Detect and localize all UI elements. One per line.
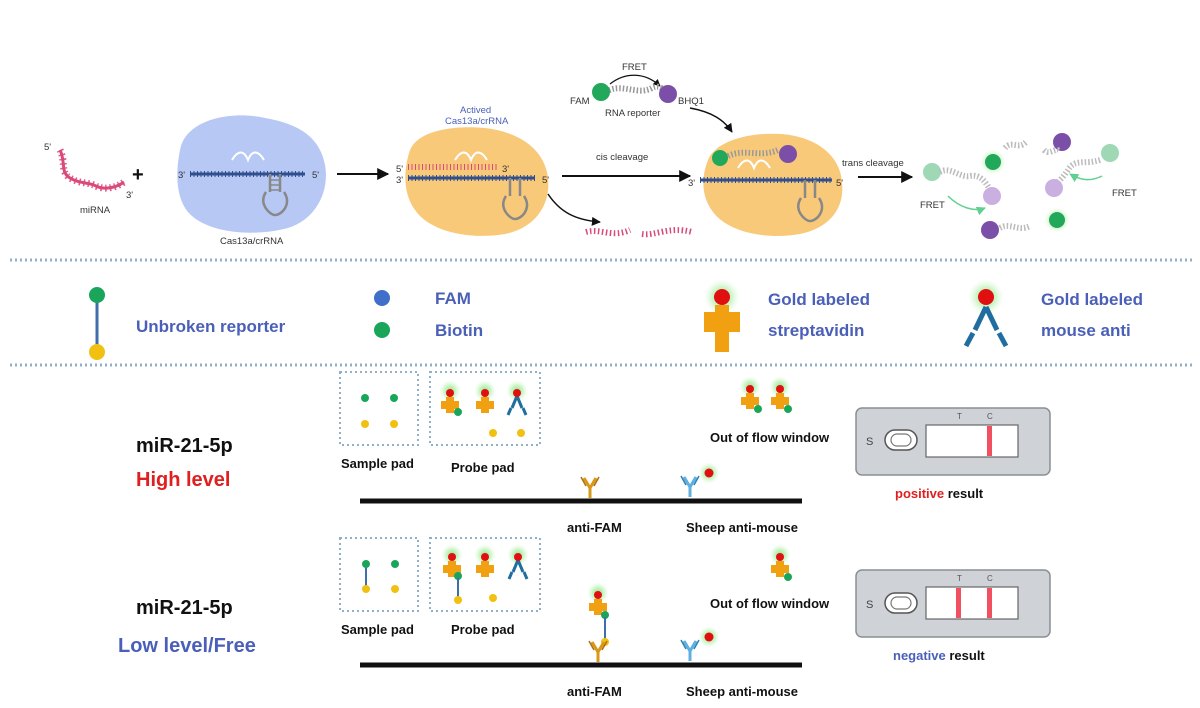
low-probe-pad: [429, 537, 541, 612]
activated-3-prime-bottom: 3': [396, 175, 403, 186]
low-cassette-c: C: [987, 574, 993, 583]
fret-arrow: [609, 74, 661, 87]
mirna-fragment-2: [641, 227, 693, 238]
high-test-cassette: S T C: [855, 407, 1051, 476]
cleaving-cas13a: 3' 5': [688, 133, 843, 236]
cas13a-label: Cas13a/crRNA: [220, 236, 284, 247]
legend-fam: FAM: [374, 289, 471, 308]
low-cassette-s: S: [866, 599, 873, 611]
mirna-3-prime: 3': [126, 190, 133, 201]
legend-gold-streptavidin-line1: Gold labeled: [768, 290, 870, 309]
high-out-of-flow-label: Out of flow window: [710, 430, 830, 445]
activated-5-prime: 5': [396, 164, 403, 175]
low-test-line: [956, 588, 961, 618]
high-title-line1: miR-21-5p: [136, 435, 233, 457]
mirna-label: miRNA: [80, 205, 111, 216]
high-cassette-s: S: [866, 436, 873, 448]
mirna-5-prime: 5': [44, 142, 51, 153]
cleaving-5-prime: 5': [836, 178, 843, 189]
low-cassette-t: T: [957, 574, 962, 583]
high-anti-fam-label: anti-FAM: [567, 520, 622, 535]
high-probe-pad: [429, 371, 541, 446]
mirna-fragment-1: [585, 227, 632, 237]
reporter-fam-dot: [592, 83, 610, 101]
legend-biotin: Biotin: [374, 321, 483, 340]
reporter-bhq1-dot: [659, 85, 677, 103]
low-title-line2: Low level/Free: [118, 635, 256, 657]
high-cassette-c: C: [987, 412, 993, 421]
legend-unbroken-reporter-label: Unbroken reporter: [136, 317, 286, 336]
low-title-line1: miR-21-5p: [136, 597, 233, 619]
high-title-line2: High level: [136, 469, 230, 491]
low-control-line: [987, 588, 992, 618]
high-sheep-anti-mouse-label: Sheep anti-mouse: [686, 520, 798, 535]
fret-left-label: FRET: [920, 200, 945, 211]
low-out-of-flow-label: Out of flow window: [710, 596, 830, 611]
legend-gold-streptavidin-line2: streptavidin: [768, 321, 864, 340]
low-result-word: negative: [893, 648, 946, 663]
legend-unbroken-reporter: Unbroken reporter: [89, 287, 286, 360]
legend: Unbroken reporter FAM Biotin Gold labele…: [89, 279, 1143, 360]
activated-cas13a: Actived Cas13a/crRNA 5' 3' 3' 5': [396, 105, 549, 236]
legend-gold-antibody-line2: mouse anti: [1041, 321, 1131, 340]
high-cassette-t: T: [957, 412, 962, 421]
low-sample-pad: [339, 537, 419, 612]
cis-cleavage-label: cis cleavage: [596, 152, 648, 163]
low-test-cassette: S T C: [855, 569, 1051, 638]
legend-gold-antibody-line1: Gold labeled: [1041, 290, 1143, 309]
mirna-strand: 5' 3' miRNA: [44, 142, 133, 216]
low-result-text: negative result: [893, 648, 985, 663]
activated-5-prime-right: 5': [542, 175, 549, 186]
high-result-word: positive: [895, 486, 944, 501]
cleavage-fragment-arrow: [547, 193, 601, 226]
activated-label-line2: Cas13a/crRNA: [445, 116, 509, 127]
high-sample-pad: [339, 371, 419, 446]
plus-sign: +: [132, 164, 144, 186]
top-panel: 5' 3' miRNA + 3' 5' Cas13a/crRNA Actived…: [44, 62, 1137, 247]
high-result-suffix: result: [944, 486, 984, 501]
cleaving-3-prime: 3': [688, 178, 695, 189]
legend-gold-antibody: Gold labeled mouse anti: [963, 279, 1143, 348]
high-control-line: [987, 426, 992, 456]
legend-fam-label: FAM: [435, 289, 471, 308]
low-probe-pad-label: Probe pad: [451, 622, 515, 637]
trans-cleavage-label: trans cleavage: [842, 158, 904, 169]
legend-gold-streptavidin: Gold labeled streptavidin: [704, 279, 870, 352]
reporter-fret-label: FRET: [622, 62, 647, 73]
high-level-panel: miR-21-5p High level Sample pad Probe pa…: [136, 371, 1051, 535]
cas13a-5-prime: 5': [312, 170, 319, 181]
activated-3-prime-top: 3': [502, 164, 509, 175]
high-result-text: positive result: [895, 486, 984, 501]
cas13a-3-prime: 3': [178, 170, 185, 181]
cleaved-reporter-products: FRET FRET: [920, 133, 1137, 239]
high-result-window: [925, 424, 1019, 458]
reporter-bhq1-label: BHQ1: [678, 96, 704, 107]
cas13a-crrna-complex: 3' 5' Cas13a/crRNA: [177, 115, 326, 247]
rna-reporter: FRET FAM BHQ1 RNA reporter: [570, 62, 733, 133]
legend-biotin-label: Biotin: [435, 321, 483, 340]
low-result-window: [925, 586, 1019, 620]
fret-right-label: FRET: [1112, 188, 1137, 199]
activated-label-line1: Actived: [460, 105, 491, 116]
high-sample-pad-label: Sample pad: [341, 456, 414, 471]
low-sample-pad-label: Sample pad: [341, 622, 414, 637]
reporter-to-complex-arrow: [689, 107, 733, 133]
high-probe-pad-label: Probe pad: [451, 460, 515, 475]
low-anti-fam-label: anti-FAM: [567, 684, 622, 699]
low-sheep-anti-mouse-label: Sheep anti-mouse: [686, 684, 798, 699]
low-result-suffix: result: [946, 648, 986, 663]
reporter-name-label: RNA reporter: [605, 108, 660, 119]
low-level-panel: miR-21-5p Low level/Free Sample pad Prob…: [118, 537, 1051, 699]
reporter-fam-label: FAM: [570, 96, 590, 107]
